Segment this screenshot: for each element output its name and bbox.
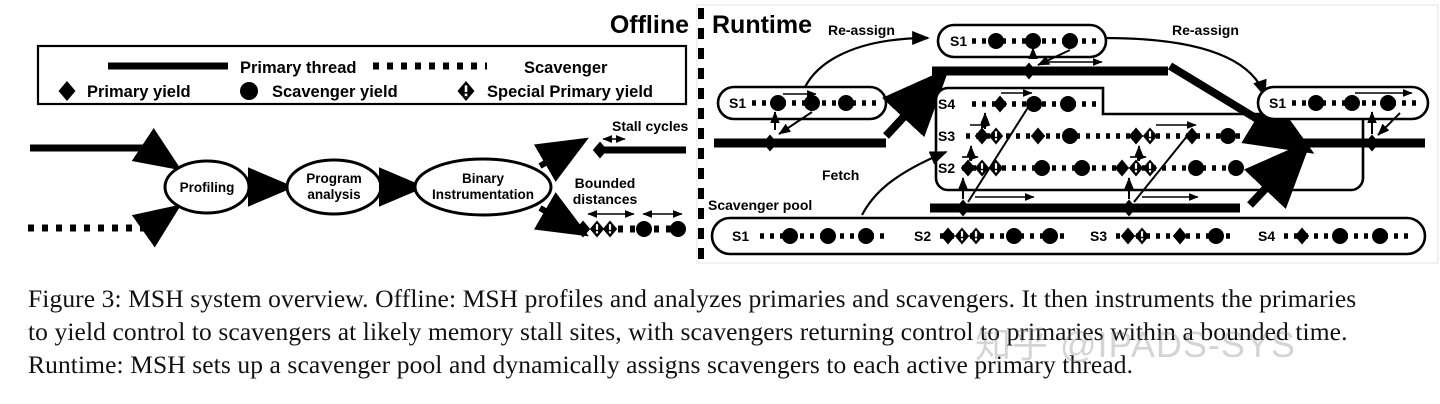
cluster-row-label-s3: S3 (938, 128, 955, 144)
legend-label-primary-thread: Primary thread (240, 59, 356, 77)
caption-line-3: Runtime: MSH sets up a scavenger pool an… (28, 350, 1134, 379)
center-to-right-arrow-bottom (1243, 139, 1312, 210)
legend-label-scavenger: Scavenger (524, 59, 608, 77)
offline-flow: Profiling Program analysis Binary Instru… (28, 118, 688, 248)
legend-label-special-primary-yield: Special Primary yield (487, 83, 653, 101)
reassign-left-label: Re-assign (828, 22, 895, 38)
top-resume-arrow (1037, 49, 1071, 66)
runtime-panel-frame (696, 4, 1439, 264)
right-primary-yield-marker (1364, 134, 1380, 152)
stage-program-analysis: Program analysis (285, 158, 383, 216)
center-resume-long-arrow-1 (967, 97, 1035, 203)
figure-caption: Figure 3: MSH system overview. Offline: … (28, 282, 1418, 381)
stage-program-analysis-label-line1: Program (306, 171, 362, 186)
fetch-label: Fetch (822, 167, 859, 183)
stage-profiling: Profiling (163, 159, 251, 215)
left-resume-arrow (778, 111, 813, 135)
center-resume-long-arrow-2 (1133, 129, 1193, 203)
pool-item-label-s2: S2 (914, 228, 931, 244)
pool-item-label-s4: S4 (1258, 228, 1275, 244)
runtime-right-scavenger-s1: S1 (1256, 85, 1430, 121)
stage-profiling-label: Profiling (180, 180, 235, 195)
right-resume-arrow (1377, 112, 1401, 136)
legend-label-primary-yield: Primary yield (87, 83, 191, 101)
scavenger-pool-label: Scavenger pool (708, 197, 812, 213)
caption-line-1: Figure 3: MSH system overview. Offline: … (28, 284, 1357, 313)
runtime-right-scavenger-label: S1 (1269, 95, 1286, 111)
runtime-left-scavenger-s1: S1 (716, 85, 888, 121)
runtime-heading: Runtime (712, 11, 812, 39)
runtime-top-scavenger-label: S1 (950, 33, 967, 49)
reassign-right-label: Re-assign (1172, 22, 1239, 38)
pool-item-label-s1: S1 (732, 228, 749, 244)
scavenger-pool-capsule: S1 S2 S3 S4 (710, 216, 1427, 256)
arrow-primary-to-profiling (131, 127, 182, 171)
left-primary-yield-marker (762, 134, 778, 152)
stage-program-analysis-label-line2: analysis (307, 187, 360, 202)
pool-item-label-s3: S3 (1090, 228, 1107, 244)
stage-binary-instrumentation-label-line2: Instrumentation (432, 187, 534, 202)
output-bounded-distances: Bounded distances (570, 175, 686, 238)
output-bounded-distances-label-line1: Bounded (575, 175, 636, 191)
top-primary-yield-marker (1021, 62, 1037, 80)
center-primary-yield-2 (1121, 199, 1137, 217)
offline-heading: Offline (610, 11, 689, 39)
msh-system-overview-figure: Offline Runtime Primary thread Scavenger… (28, 4, 1439, 264)
center-primary-yield-1 (955, 199, 971, 217)
reassign-right-arrow (1103, 36, 1267, 98)
output-bounded-distances-label-line2: distances (573, 191, 638, 207)
arrow-scavenger-to-profiling (131, 204, 182, 248)
stage-binary-instrumentation-label-line1: Binary (462, 171, 505, 186)
legend-circle-icon (240, 82, 258, 100)
stall-cycles-primary-yield-marker (592, 141, 608, 159)
fetch-arrow (861, 150, 948, 216)
arrow-to-stall-cycles (533, 137, 589, 182)
runtime-top-scavenger-s1: S1 (936, 23, 1108, 59)
runtime-left-scavenger-label: S1 (729, 95, 746, 111)
legend-label-scavenger-yield: Scavenger yield (272, 83, 398, 101)
runtime-flow: Re-assign Re-assign S1 (708, 22, 1430, 256)
cluster-row-label-s2: S2 (938, 160, 955, 176)
left-to-center-arrow (882, 67, 950, 139)
output-stall-cycles-label: Stall cycles (612, 118, 688, 134)
stage-binary-instrumentation: Binary Instrumentation (413, 157, 553, 217)
caption-line-2: to yield control to scavengers at likely… (28, 317, 1348, 346)
center-to-right-arrow-top (1167, 62, 1315, 154)
output-stall-cycles: Stall cycles (592, 118, 688, 159)
legend-box: Primary thread Scavenger Primary yield S… (36, 44, 688, 106)
cluster-row-label-s4: S4 (938, 96, 955, 112)
